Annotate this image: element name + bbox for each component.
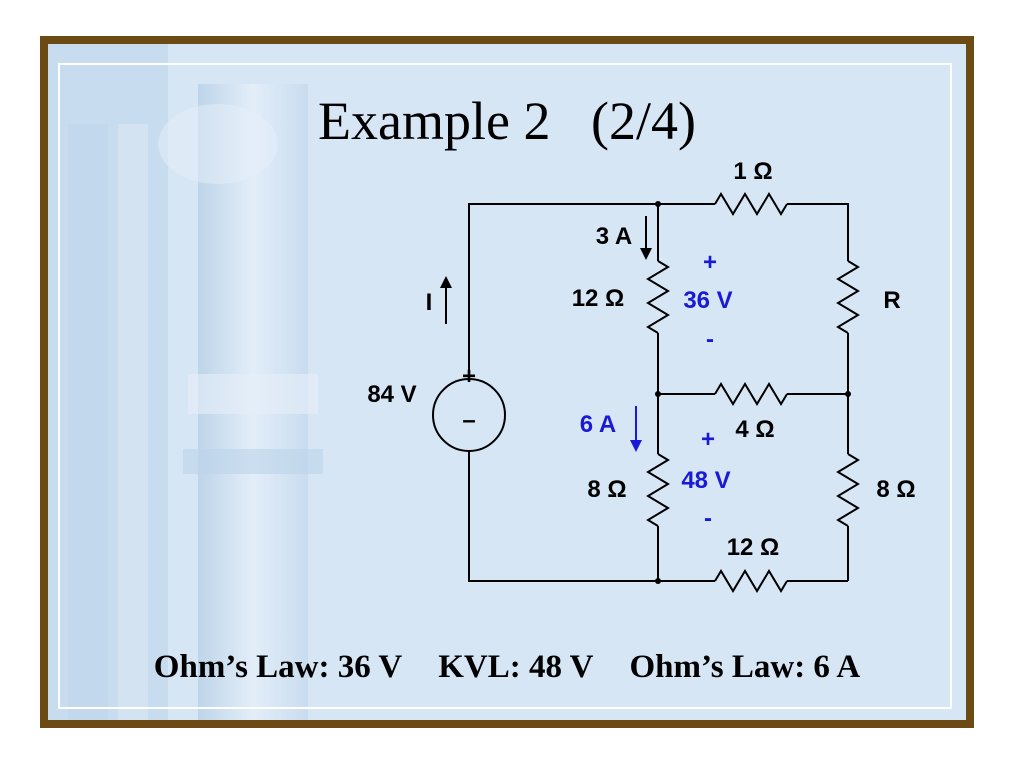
column-background-art (48, 44, 966, 720)
circuit-diagram: + – 84 V I 1 Ω 12 Ω R 4 Ω 8 Ω 8 Ω 12 Ω 3… (367, 158, 916, 593)
source-minus-sign: – (462, 407, 475, 434)
junction-dot-mid-left (655, 391, 661, 397)
voltage-lower-plus: + (701, 426, 715, 453)
wire-top-right (787, 203, 849, 261)
voltage-upper-plus: + (703, 249, 717, 276)
resistor-left-upper-label: 12 Ω (572, 285, 625, 312)
resistor-middle (714, 382, 788, 406)
resistor-bottom (714, 569, 788, 593)
slide-frame: Example 2 (2/4) (40, 36, 974, 728)
current-lower-arrowhead-icon (630, 440, 642, 452)
current-upper-arrowhead-icon (640, 248, 652, 260)
resistor-middle-label: 4 Ω (735, 416, 774, 443)
voltage-lower-minus: - (704, 505, 712, 532)
resistor-right-upper-label: R (883, 287, 900, 314)
current-upper-label: 3 A (596, 223, 632, 250)
summary-line: Ohm’s Law: 36 V KVL: 48 V Ohm’s Law: 6 A (40, 649, 974, 686)
source-plus-sign: + (462, 363, 476, 390)
resistor-left-upper (646, 260, 670, 334)
slide-title: Example 2 (2/4) (318, 91, 696, 151)
source-current-label: I (426, 289, 433, 316)
resistor-right-lower-label: 8 Ω (876, 476, 915, 503)
resistor-right-lower (836, 453, 860, 527)
voltage-upper-label: 36 V (683, 287, 732, 314)
current-lower-label: 6 A (580, 411, 616, 438)
source-voltage-label: 84 V (367, 381, 416, 408)
junction-dot-top (655, 201, 661, 207)
slide-background (48, 44, 966, 720)
summary-ohms-law-voltage: Ohm’s Law: 36 V (153, 649, 403, 685)
junction-dot-mid-right (845, 391, 851, 397)
wire-left-bottom (468, 450, 658, 582)
summary-kvl: KVL: 48 V (438, 649, 594, 685)
summary-ohms-law-current: Ohm’s Law: 6 A (629, 649, 861, 685)
voltage-source (432, 378, 506, 452)
voltage-upper-minus: - (706, 326, 714, 353)
resistor-bottom-label: 12 Ω (727, 534, 780, 561)
junction-dot-bottom (655, 578, 661, 584)
resistor-right-upper (836, 260, 860, 334)
resistor-top (714, 192, 788, 216)
source-current-arrowhead-icon (440, 276, 452, 288)
resistor-left-lower-label: 8 Ω (587, 476, 626, 503)
voltage-lower-label: 48 V (681, 467, 730, 494)
resistor-left-lower (646, 453, 670, 527)
resistor-top-label: 1 Ω (733, 158, 772, 185)
wire-left-top (468, 203, 658, 380)
